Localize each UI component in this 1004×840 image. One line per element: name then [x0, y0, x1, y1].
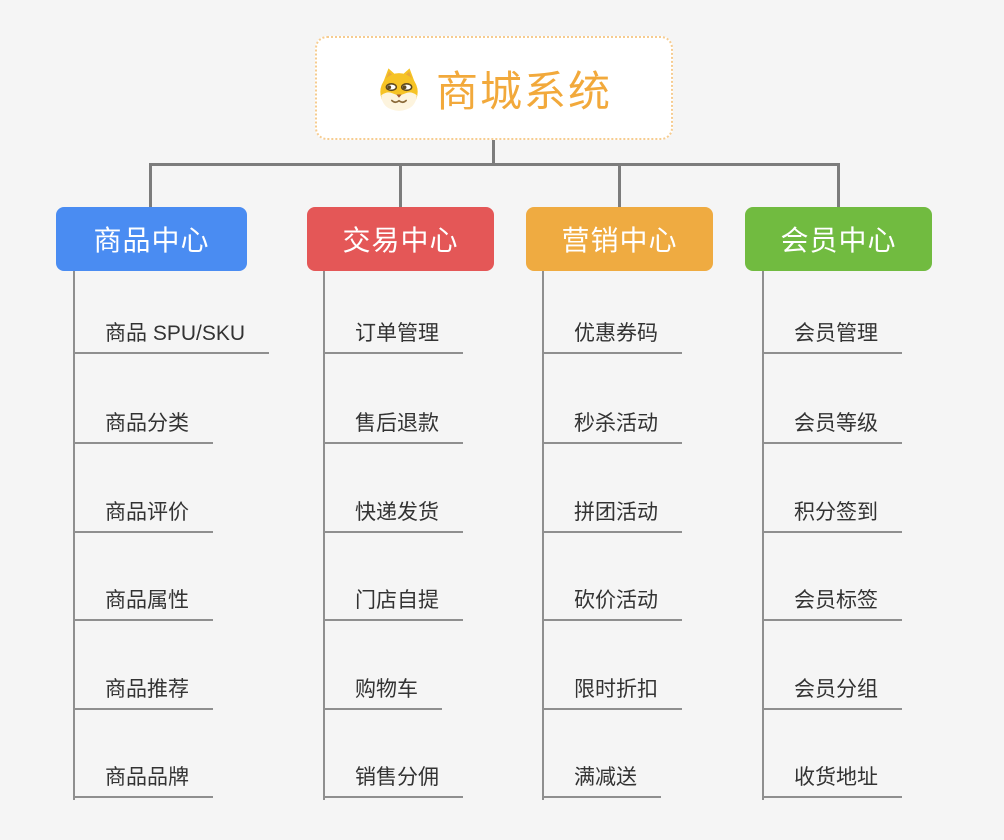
leaf-node[interactable]: 销售分佣 [323, 764, 463, 798]
leaf-node[interactable]: 拼团活动 [542, 499, 682, 533]
leaf-node[interactable]: 商品属性 [73, 587, 213, 621]
leaf-spine-goods [73, 271, 75, 800]
leaf-node[interactable]: 商品 SPU/SKU [73, 320, 270, 354]
branch-node-goods[interactable]: 商品中心 [56, 207, 247, 271]
branch-label: 商品中心 [93, 225, 210, 256]
branch-node-marketing[interactable]: 营销中心 [526, 207, 713, 271]
leaf-node[interactable]: 售后退款 [323, 410, 463, 444]
leaf-node[interactable]: 商品分类 [73, 410, 213, 444]
connector-root-vertical [492, 140, 495, 166]
leaf-node[interactable]: 限时折扣 [542, 676, 682, 710]
connector-drop-marketing [618, 163, 621, 208]
branch-node-trade[interactable]: 交易中心 [307, 207, 494, 271]
connector-horizontal-bus [149, 163, 840, 166]
leaf-node[interactable]: 会员标签 [762, 587, 902, 621]
leaf-node[interactable]: 商品评价 [73, 499, 213, 533]
leaf-node[interactable]: 砍价活动 [542, 587, 682, 621]
shiba-dog-icon [380, 67, 418, 111]
branch-label: 交易中心 [342, 225, 459, 256]
root-node[interactable]: 商城系统 [315, 36, 673, 140]
leaf-node[interactable]: 订单管理 [323, 320, 463, 354]
leaf-node[interactable]: 门店自提 [323, 587, 463, 621]
branch-node-member[interactable]: 会员中心 [745, 207, 932, 271]
root-title: 商城系统 [435, 67, 612, 115]
leaf-node[interactable]: 优惠券码 [542, 320, 682, 354]
leaf-node[interactable]: 满减送 [542, 764, 661, 798]
leaf-node[interactable]: 商品推荐 [73, 676, 213, 710]
leaf-node[interactable]: 会员等级 [762, 410, 902, 444]
connector-drop-goods [149, 163, 152, 208]
branch-label: 会员中心 [780, 225, 897, 256]
leaf-node[interactable]: 会员管理 [762, 320, 902, 354]
leaf-spine-member [762, 271, 764, 800]
leaf-spine-marketing [542, 271, 544, 800]
leaf-node[interactable]: 收货地址 [762, 764, 902, 798]
leaf-node[interactable]: 快递发货 [323, 499, 463, 533]
connector-drop-member [837, 163, 840, 208]
leaf-spine-trade [323, 271, 325, 800]
leaf-node[interactable]: 购物车 [323, 676, 442, 710]
leaf-node[interactable]: 秒杀活动 [542, 410, 682, 444]
leaf-node[interactable]: 会员分组 [762, 676, 902, 710]
connector-drop-trade [399, 163, 402, 208]
leaf-node[interactable]: 商品品牌 [73, 764, 213, 798]
branch-label: 营销中心 [561, 225, 678, 256]
leaf-node[interactable]: 积分签到 [762, 499, 902, 533]
